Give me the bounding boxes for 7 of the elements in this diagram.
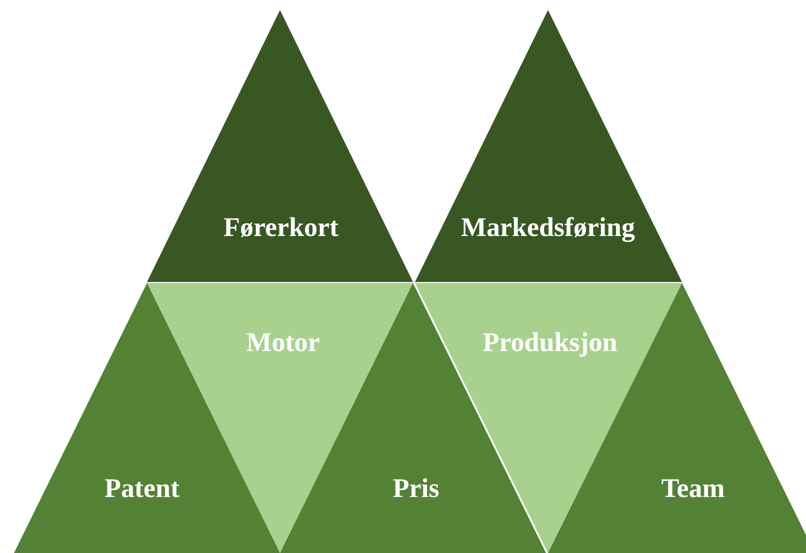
triangle-label: Markedsføring — [461, 213, 635, 243]
triangle-label: Team — [661, 474, 725, 504]
triangle-label: Pris — [392, 474, 440, 504]
triangle-label: Produksjon — [482, 328, 618, 358]
triangle-label: Motor — [246, 328, 320, 358]
triangle-label: Førerkort — [224, 213, 338, 243]
triangle-label: Patent — [104, 474, 180, 504]
